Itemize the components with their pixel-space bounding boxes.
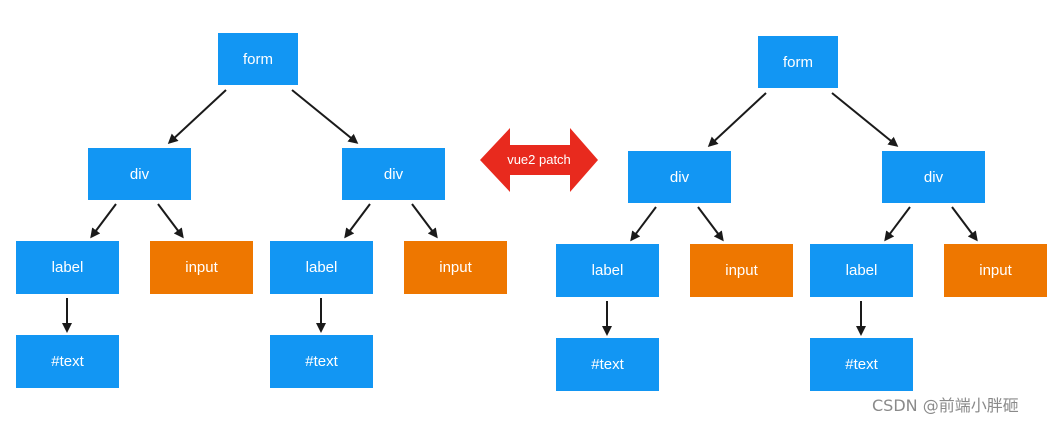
- left-div-node-1: div: [88, 148, 191, 200]
- edges-layer: [62, 89, 978, 336]
- edge-left-div2-to-label: [344, 203, 371, 239]
- edge-right-form-to-div2: [831, 92, 899, 147]
- right-form-node: form: [758, 36, 838, 88]
- left-label-node-2: label: [270, 241, 373, 294]
- csdn-watermark: CSDN @前端小胖砸: [872, 396, 1019, 415]
- left-input-node-2: input: [404, 241, 507, 294]
- left-div-node-2: div: [342, 148, 445, 200]
- vue2-patch-arrow: vue2 patch: [480, 128, 598, 192]
- left-label-node-1: label: [16, 241, 119, 294]
- right-input-node-2: input: [944, 244, 1047, 297]
- left-text-node-1: #text: [16, 335, 119, 388]
- left-input-node-1: input: [150, 241, 253, 294]
- edge-right-div1-to-label: [630, 206, 657, 242]
- left-text-node-2: #text: [270, 335, 373, 388]
- edge-right-form-to-div1: [707, 92, 767, 148]
- edge-left-div2-to-input: [411, 203, 438, 239]
- vue2-patch-label: vue2 patch: [507, 152, 571, 167]
- right-div-node-2: div: [882, 151, 985, 203]
- right-text-node-1: #text: [556, 338, 659, 391]
- edge-right-div2-to-label: [884, 206, 911, 242]
- edge-right-div2-to-input: [951, 206, 978, 242]
- left-form-node: form: [218, 33, 298, 85]
- right-label-node-2: label: [810, 244, 913, 297]
- edge-left-form-to-div1: [167, 89, 227, 145]
- edge-left-form-to-div2: [291, 89, 359, 144]
- right-label-node-1: label: [556, 244, 659, 297]
- double-headed-arrow-shape: [480, 128, 598, 192]
- edge-left-div1-to-input: [157, 203, 184, 239]
- right-input-node-1: input: [690, 244, 793, 297]
- edge-right-div1-to-input: [697, 206, 724, 242]
- right-text-node-2: #text: [810, 338, 913, 391]
- edge-left-div1-to-label: [90, 203, 117, 239]
- right-div-node-1: div: [628, 151, 731, 203]
